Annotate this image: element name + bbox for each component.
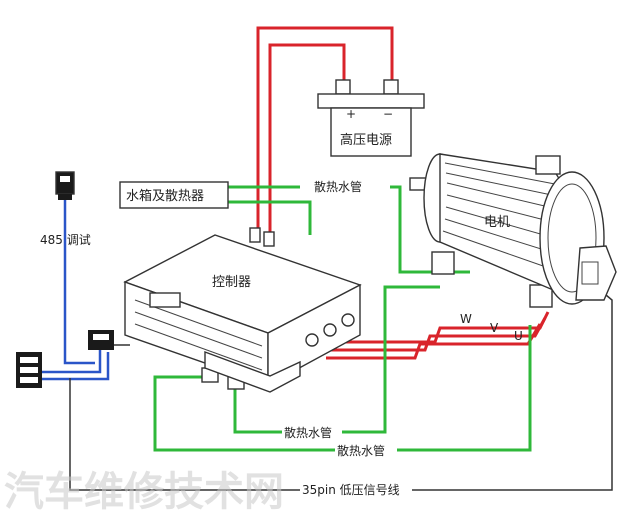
coolant-pipe-mid-label: 散热水管 [284, 425, 332, 440]
controller-side-plug [88, 330, 114, 350]
motor-label: 电机 [484, 215, 510, 230]
motor-icon: 电机 [409, 153, 617, 308]
phase-v-label: V [490, 321, 499, 335]
signal-line-label: 35pin 低压信号线 [302, 483, 400, 497]
hv-battery-wires [256, 26, 394, 235]
watermark-text: 汽车维修技术网 [4, 469, 284, 512]
controller-icon: 控制器 [123, 227, 362, 393]
debug-connector-icon [55, 171, 75, 200]
phase-w-label: W [460, 312, 472, 326]
coolant-pipe-bottom-label: 散热水管 [337, 443, 385, 458]
radiator-box: 水箱及散热器 [119, 181, 229, 209]
battery-minus-label: − [383, 107, 393, 121]
battery-plus-label: + [346, 107, 356, 121]
radiator-label: 水箱及散热器 [126, 188, 204, 204]
debug-label: 485 调试 [40, 232, 91, 247]
coolant-pipes [153, 185, 532, 452]
signal-wires [42, 200, 110, 381]
phase-u-label: U [514, 329, 523, 343]
coolant-pipe-top-label: 散热水管 [314, 179, 362, 194]
signal-connector-icon [16, 352, 42, 388]
battery-label: 高压电源 [340, 132, 392, 148]
battery-icon: + − 高压电源 [317, 79, 425, 157]
controller-label: 控制器 [212, 275, 251, 290]
